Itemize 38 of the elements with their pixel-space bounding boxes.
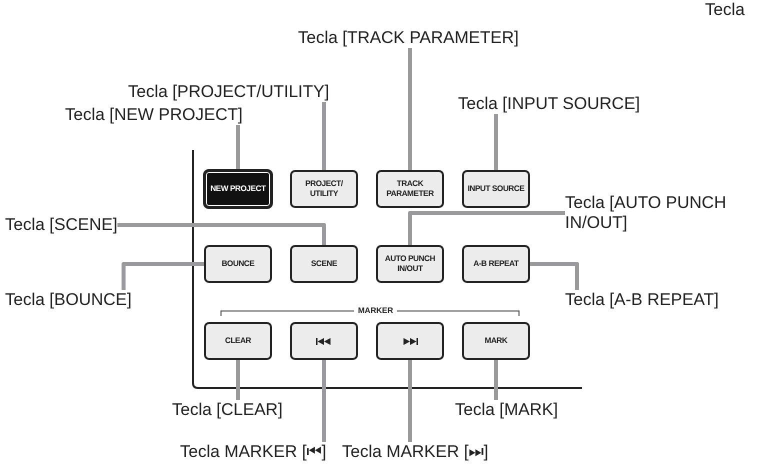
leader-line bbox=[494, 360, 498, 400]
panel-button: TRACK PARAMETER bbox=[376, 170, 444, 208]
group-label: MARKER bbox=[354, 306, 398, 316]
panel-button: INPUT SOURCE bbox=[462, 170, 530, 208]
panel-button bbox=[290, 322, 358, 360]
callout-label: Tecla [TRACK PARAMETER] bbox=[298, 28, 519, 48]
callout-label: Tecla [INPUT SOURCE] bbox=[458, 94, 640, 114]
callout-label: Tecla [BOUNCE] bbox=[5, 290, 132, 310]
callout-label: Tecla bbox=[705, 0, 745, 20]
leader-line bbox=[117, 223, 326, 245]
callout-label: Tecla MARKER [⏮] bbox=[180, 442, 326, 462]
callout-label: Tecla [AUTO PUNCH IN/OUT] bbox=[565, 193, 740, 233]
panel-button: PROJECT/ UTILITY bbox=[290, 170, 358, 208]
panel-button: BOUNCE bbox=[204, 245, 272, 283]
callout-label: Tecla [MARK] bbox=[455, 400, 558, 420]
panel-button: CLEAR bbox=[204, 322, 272, 360]
leader-line bbox=[322, 102, 326, 170]
callout-label: Tecla [CLEAR] bbox=[172, 400, 283, 420]
leader-line bbox=[122, 262, 204, 290]
panel-button: NEW PROJECT bbox=[204, 170, 272, 208]
leader-line bbox=[408, 48, 412, 170]
leader-line bbox=[236, 360, 240, 400]
leader-line bbox=[236, 125, 240, 170]
panel-button: MARK bbox=[462, 322, 530, 360]
leader-line bbox=[494, 114, 498, 170]
leader-line bbox=[530, 262, 579, 290]
callout-label: Tecla [SCENE] bbox=[5, 215, 118, 235]
callout-label: Tecla [A-B REPEAT] bbox=[565, 290, 719, 310]
leader-line bbox=[408, 360, 412, 442]
callout-label: Tecla [PROJECT/UTILITY] bbox=[128, 82, 330, 102]
callout-label: Tecla MARKER [⏭] bbox=[342, 442, 488, 462]
leader-line bbox=[408, 211, 565, 245]
leader-line bbox=[322, 360, 326, 442]
panel-button: A-B REPEAT bbox=[462, 245, 530, 283]
panel-button bbox=[376, 322, 444, 360]
callout-label: Tecla [NEW PROJECT] bbox=[65, 105, 243, 125]
panel-button: AUTO PUNCH IN/OUT bbox=[376, 245, 444, 283]
panel-button: SCENE bbox=[290, 245, 358, 283]
